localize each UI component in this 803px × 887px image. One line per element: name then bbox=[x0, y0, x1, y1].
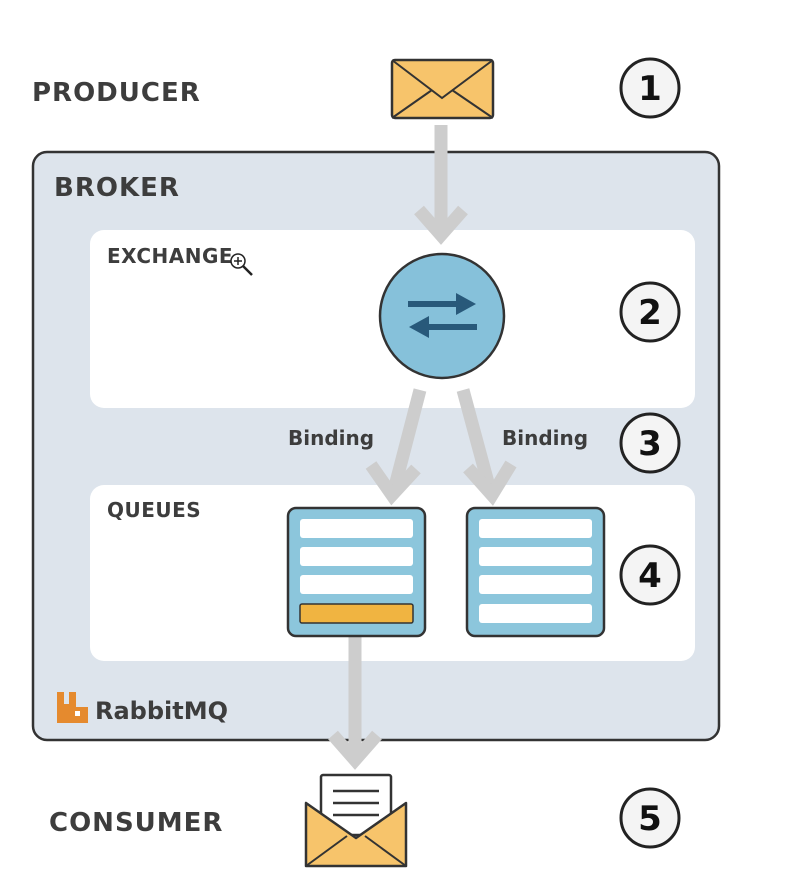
zoom-cursor-icon bbox=[230, 253, 253, 276]
step-number: 2 bbox=[638, 293, 662, 333]
arrow-exchange-to-queue-1 bbox=[365, 388, 427, 506]
arrow-queue-to-consumer bbox=[328, 636, 382, 770]
consumer-label: CONSUMER bbox=[49, 808, 223, 838]
queue-2 bbox=[465, 506, 606, 638]
broker-label: BROKER bbox=[54, 173, 180, 203]
exchange-label: EXCHANGE bbox=[107, 244, 233, 268]
step-number: 1 bbox=[638, 69, 662, 109]
step-badge-5: 5 bbox=[619, 787, 681, 849]
step-badge-3: 3 bbox=[619, 412, 681, 474]
step-number: 5 bbox=[638, 799, 662, 839]
queues-label: QUEUES bbox=[107, 498, 201, 522]
flow-arrows bbox=[328, 125, 517, 770]
queued-message bbox=[299, 603, 414, 624]
brand-name: RabbitMQ bbox=[95, 697, 228, 725]
step-badge-2: 2 bbox=[619, 281, 681, 343]
rabbitmq-logo-icon bbox=[57, 692, 88, 723]
step-number: 4 bbox=[638, 556, 662, 596]
envelope-icon bbox=[390, 58, 495, 120]
arrow-exchange-to-queue-2 bbox=[456, 388, 517, 506]
queue-1 bbox=[286, 506, 427, 638]
producer-label: PRODUCER bbox=[32, 78, 201, 108]
binding-label-left: Binding bbox=[288, 426, 374, 450]
arrow-producer-to-exchange bbox=[414, 125, 468, 245]
binding-label-right: Binding bbox=[502, 426, 588, 450]
open-envelope-icon bbox=[304, 773, 408, 868]
swap-arrows-icon bbox=[378, 252, 506, 380]
step-badge-4: 4 bbox=[619, 544, 681, 606]
step-number: 3 bbox=[638, 424, 662, 464]
step-badge-1: 1 bbox=[619, 57, 681, 119]
